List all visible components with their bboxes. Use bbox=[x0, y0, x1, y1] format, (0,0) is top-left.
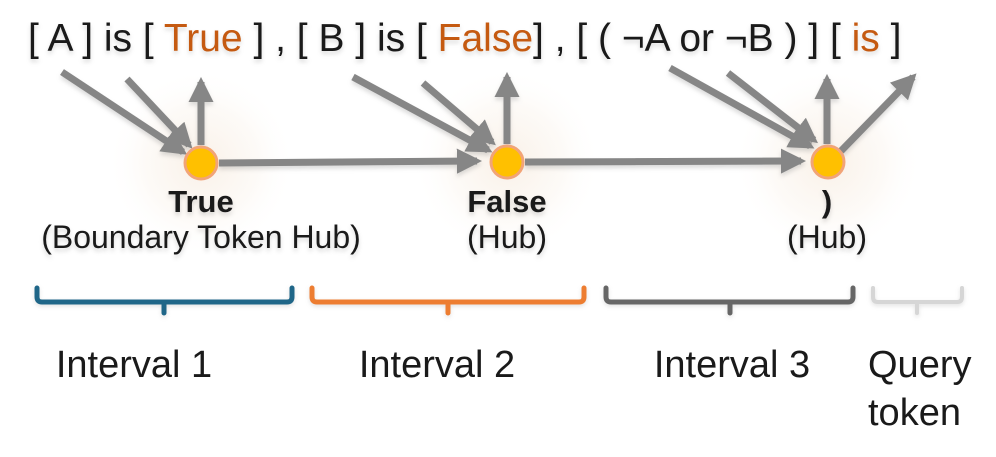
token-sequence: [ A ] is [ True ] , [ B ] is [ False] , … bbox=[28, 16, 901, 63]
attention-arrow bbox=[60, 69, 188, 155]
hub3-role-label: (Hub) bbox=[786, 219, 868, 255]
interval-braces bbox=[34, 285, 964, 316]
hub1-token-label: True bbox=[168, 184, 234, 219]
attention-arrows bbox=[60, 64, 917, 174]
token-segment: ] , [ B ] is [ bbox=[242, 17, 438, 60]
attention-arrow bbox=[524, 148, 807, 174]
interval-1-label: Interval 1 bbox=[55, 344, 213, 386]
token-segment: [ A ] is [ bbox=[28, 17, 164, 60]
interval-3-label: Interval 3 bbox=[653, 344, 811, 386]
attention-arrow bbox=[218, 148, 483, 174]
interval-brace-3 bbox=[603, 285, 856, 316]
attention-arrow bbox=[725, 70, 818, 144]
hub-circle-true bbox=[183, 145, 219, 181]
hub3-token-label: ) bbox=[821, 184, 833, 219]
token-segment: ] , [ ( ¬A or ¬B ) ] [ bbox=[533, 17, 852, 60]
hub-circle-false bbox=[489, 144, 525, 180]
attention-arrow bbox=[838, 73, 917, 154]
token-segment: ] bbox=[879, 17, 902, 60]
hub-circles bbox=[183, 144, 846, 181]
hub1-role-label: (Boundary Token Hub) bbox=[41, 219, 361, 255]
attention-arrow bbox=[351, 73, 493, 154]
interval-brace-query bbox=[871, 286, 964, 315]
interval-brace-2 bbox=[309, 285, 587, 316]
attention-arrow bbox=[124, 76, 193, 149]
interval-2-label: Interval 2 bbox=[358, 344, 516, 386]
interval-brace-1 bbox=[34, 285, 295, 316]
attention-arrow bbox=[668, 64, 815, 150]
attention-arrow bbox=[420, 80, 496, 146]
hub2-token-label: False bbox=[467, 184, 547, 219]
token-segment: is bbox=[851, 17, 880, 60]
token-segment: True bbox=[163, 17, 243, 60]
hub-circle-paren bbox=[810, 144, 846, 180]
token-segment: False bbox=[437, 17, 534, 60]
hub2-role-label: (Hub) bbox=[466, 219, 548, 255]
query-token-label: Query token bbox=[868, 344, 972, 434]
